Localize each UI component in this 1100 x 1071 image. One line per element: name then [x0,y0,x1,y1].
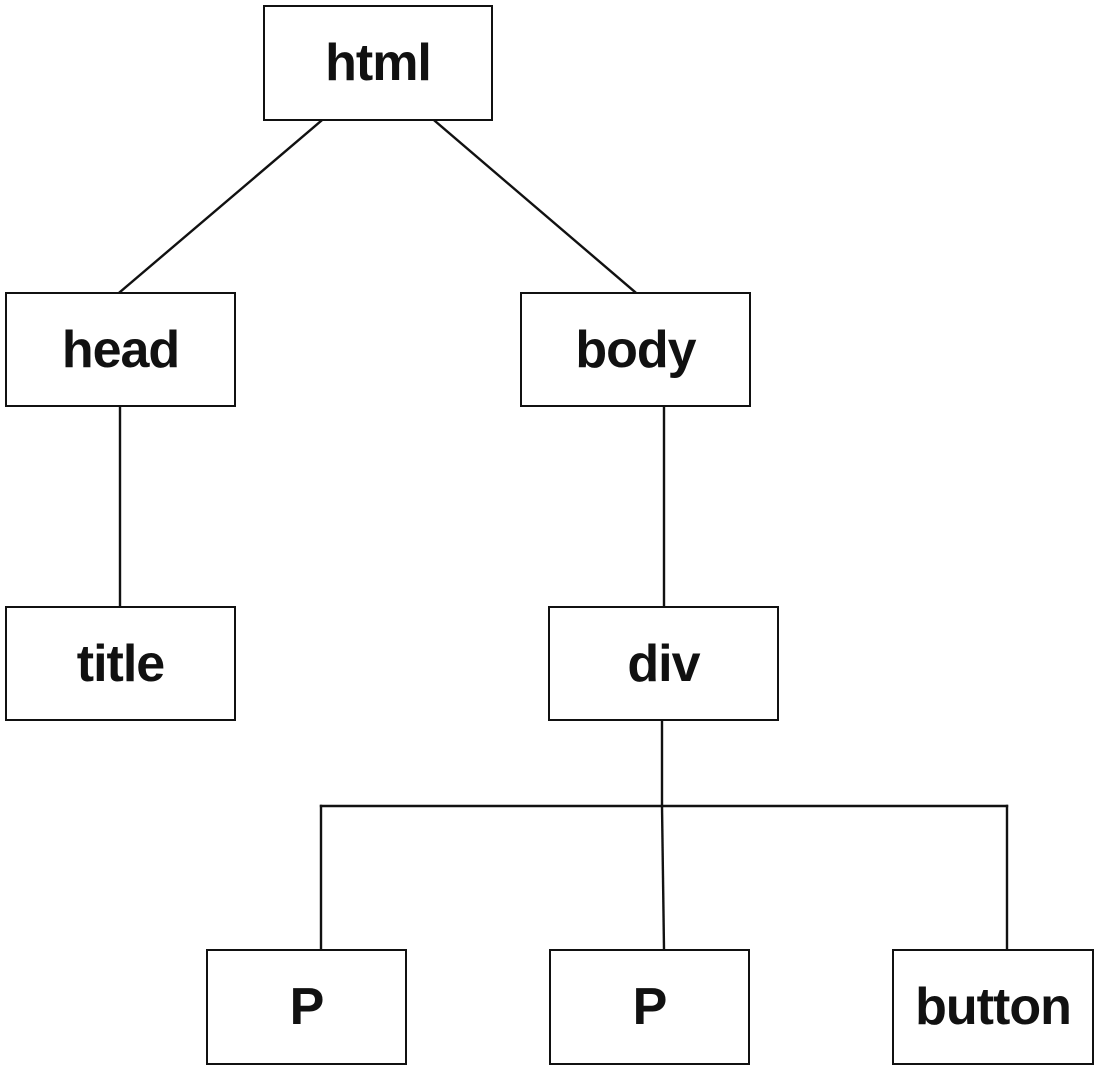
node-title: title [5,606,236,721]
node-body: body [520,292,751,407]
node-button: button [892,949,1094,1065]
edge-html-body [433,119,637,294]
node-p-second: P [549,949,750,1065]
node-head-label: head [61,320,180,379]
node-div: div [548,606,779,721]
node-html-label: html [325,34,432,92]
node-body-label: body [575,320,696,379]
node-button-label: button [915,978,1072,1036]
node-p-second-label: P [632,978,668,1036]
node-html: html [263,5,493,121]
node-div-label: div [627,634,700,693]
node-head: head [5,292,236,407]
node-p-first-label: P [289,978,325,1036]
edge-div-p2 [660,804,666,951]
node-title-label: title [76,634,165,693]
node-p-first: P [206,949,407,1065]
edge-html-head [118,119,323,294]
